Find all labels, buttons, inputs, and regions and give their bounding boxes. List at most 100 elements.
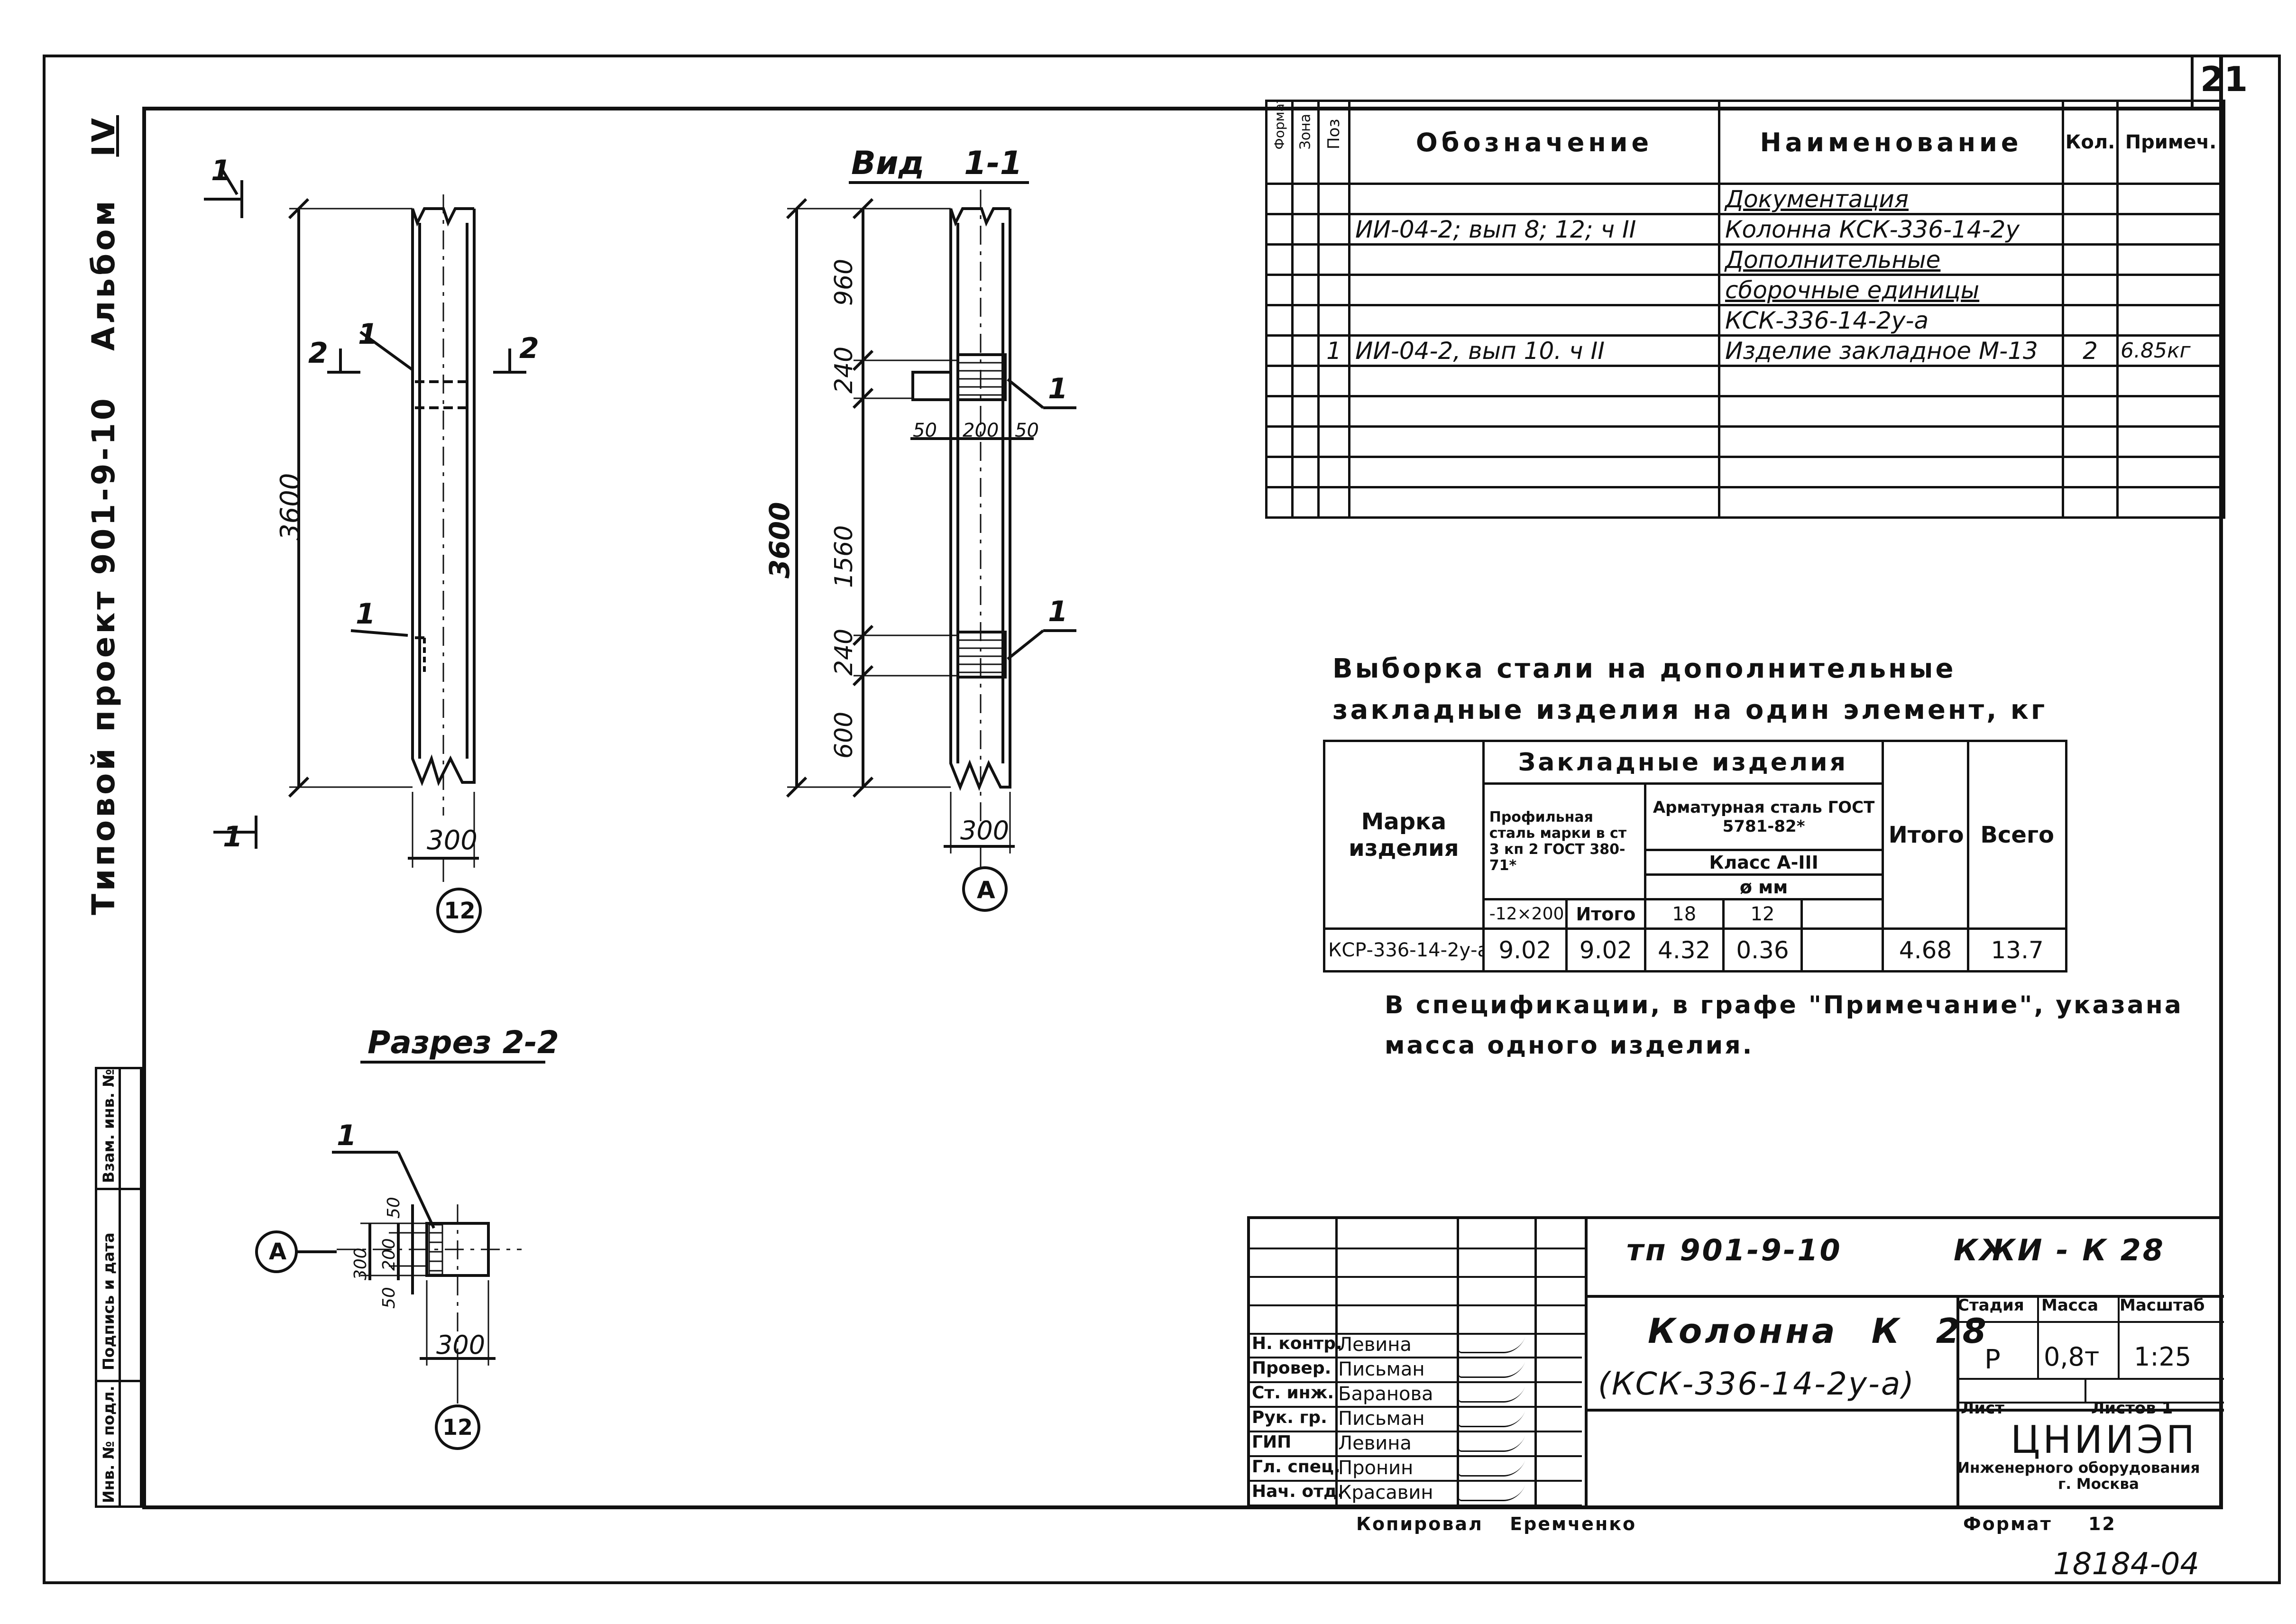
- tb-title-2: (КСК-336-14-2у-а): [1598, 1366, 1916, 1402]
- spec-cell-zone: [1291, 365, 1320, 397]
- tb-org-sub: Инженерного оборудования: [1957, 1459, 2200, 1477]
- spec-row: Документация: [1265, 183, 2225, 215]
- front-height-dim: 3600: [275, 473, 306, 541]
- section-axis-bottom: 12: [442, 1414, 473, 1440]
- steel-h-dia: ø мм: [1644, 873, 1884, 900]
- inner-frame-top: [142, 107, 2219, 110]
- spec-cell-format: [1265, 486, 1294, 519]
- outer-frame-bottom: [43, 1581, 2281, 1584]
- tb-role-divider: [1247, 1381, 1582, 1383]
- tb-role-divider: [1247, 1406, 1582, 1408]
- tb-v3: [1534, 1219, 1537, 1507]
- spec-cell-zone: [1291, 456, 1320, 488]
- view-1-1-title: Вид 1-1: [851, 145, 1022, 182]
- steel-cell-profile: 9.02: [1482, 927, 1568, 973]
- spec-row: КСК-336-14-2у-а: [1265, 304, 2225, 337]
- spec-h-format: Формат: [1265, 100, 1294, 185]
- spec-cell-format: [1265, 395, 1294, 428]
- steel-table: Марка изделия Закладные изделия Итого Вс…: [1323, 740, 2067, 973]
- spec-cell-designation: [1348, 274, 1720, 306]
- steel-cell-subtotal: 9.02: [1565, 927, 1646, 973]
- view-dim-200: 200: [963, 420, 999, 441]
- steel-h-rebar: Арматурная сталь ГОСТ 5781-82*: [1644, 782, 1884, 851]
- spec-cell-zone: [1291, 425, 1320, 458]
- view-dim-50-right: 50: [1015, 420, 1039, 441]
- spec-cell-name: Колонна КСК-336-14-2у: [1718, 213, 2064, 246]
- spec-cell-name: [1718, 365, 2064, 397]
- spec-cell-pos: [1317, 274, 1350, 306]
- spec-h-name: Наименование: [1718, 100, 2064, 185]
- tb-org-name: ЦНИИЭП: [2011, 1418, 2197, 1462]
- tb-h-main: [1585, 1295, 2224, 1298]
- spec-h-designation: Обозначение: [1348, 100, 1720, 185]
- spec-row: Дополнительные: [1265, 243, 2225, 276]
- view-dim-600: 600: [830, 711, 858, 759]
- tb-v-stage: [2037, 1295, 2039, 1378]
- tb-role: Провер.: [1252, 1358, 1332, 1378]
- tb-h3: [1250, 1304, 1585, 1306]
- spec-cell-note: [2116, 304, 2225, 337]
- spec-cell-format: [1265, 213, 1294, 246]
- section-dim-50-top: 50: [384, 1197, 404, 1219]
- front-view-column: [204, 170, 526, 933]
- front-cut-left: 2: [308, 337, 328, 370]
- spec-cell-qty: [2062, 486, 2119, 519]
- tb-v-right: [1956, 1295, 1959, 1507]
- tb-h-sheet: [1956, 1378, 2224, 1380]
- tb-h1: [1250, 1248, 1585, 1249]
- tb-v1: [1335, 1219, 1338, 1507]
- spec-cell-pos: [1317, 213, 1350, 246]
- spec-cell-designation: ИИ-04-2, вып 10. ч II: [1348, 334, 1720, 367]
- tb-copied: Копировал Еремченко: [1356, 1514, 1637, 1534]
- steel-h-total2: Всего: [1967, 740, 2067, 930]
- side-stamp-divider-v: [119, 1069, 121, 1508]
- spec-cell-pos: 1: [1317, 334, 1350, 367]
- spec-cell-note: [2116, 274, 2225, 306]
- title-block: [1247, 1216, 2224, 1507]
- steel-h-empty: [1800, 898, 1884, 930]
- steel-h-mark: Марка изделия: [1323, 740, 1485, 930]
- spec-cell-zone: [1291, 213, 1320, 246]
- tb-role-divider: [1247, 1455, 1582, 1457]
- spec-cell-qty: [2062, 425, 2119, 458]
- spec-h-qty: Кол.: [2062, 100, 2119, 185]
- steel-cell-d18: 4.32: [1644, 927, 1725, 973]
- spec-cell-qty: [2062, 395, 2119, 428]
- side-stamp-divider-2: [97, 1380, 142, 1382]
- spec-cell-name: [1718, 486, 2064, 519]
- inner-frame-left: [142, 107, 146, 1509]
- tb-role-divider: [1247, 1480, 1582, 1482]
- tb-person-name: Письман: [1338, 1358, 1425, 1380]
- spec-cell-pos: [1317, 395, 1350, 428]
- spec-cell-name: Документация: [1718, 183, 2064, 215]
- spec-cell-designation: [1348, 486, 1720, 519]
- spec-cell-pos: [1317, 486, 1350, 519]
- tb-v2: [1457, 1219, 1459, 1507]
- spec-row: [1265, 365, 2225, 397]
- spec-cell-format: [1265, 456, 1294, 488]
- spec-cell-name: Дополнительные: [1718, 243, 2064, 276]
- spec-h-note: Примеч.: [2116, 100, 2225, 185]
- tb-role: Нач. отд.: [1252, 1482, 1344, 1501]
- spec-cell-note: [2116, 425, 2225, 458]
- front-width-dim: 300: [427, 825, 478, 856]
- section-dim-200: 200: [379, 1238, 399, 1271]
- spec-cell-note: [2116, 365, 2225, 397]
- spec-cell-format: [1265, 365, 1294, 397]
- spec-cell-qty: [2062, 274, 2119, 306]
- tb-role: Ст. инж.: [1252, 1383, 1334, 1403]
- tb-person-name: Красавин: [1338, 1482, 1433, 1504]
- spec-cell-pos: [1317, 425, 1350, 458]
- steel-h-profile-size: -12×200: [1482, 898, 1568, 930]
- spec-cell-note: [2116, 395, 2225, 428]
- spec-cell-note: 6.85кг: [2116, 334, 2225, 367]
- spec-cell-designation: [1348, 456, 1720, 488]
- spec-h-zone: Зона: [1291, 100, 1320, 185]
- view-dim-960: 960: [830, 258, 858, 306]
- view-dim-240-top: 240: [830, 346, 858, 394]
- steel-cell-mark: КСР-336-14-2у-а: [1323, 927, 1485, 973]
- front-callout-bottom: 1: [356, 597, 376, 631]
- spec-cell-format: [1265, 274, 1294, 306]
